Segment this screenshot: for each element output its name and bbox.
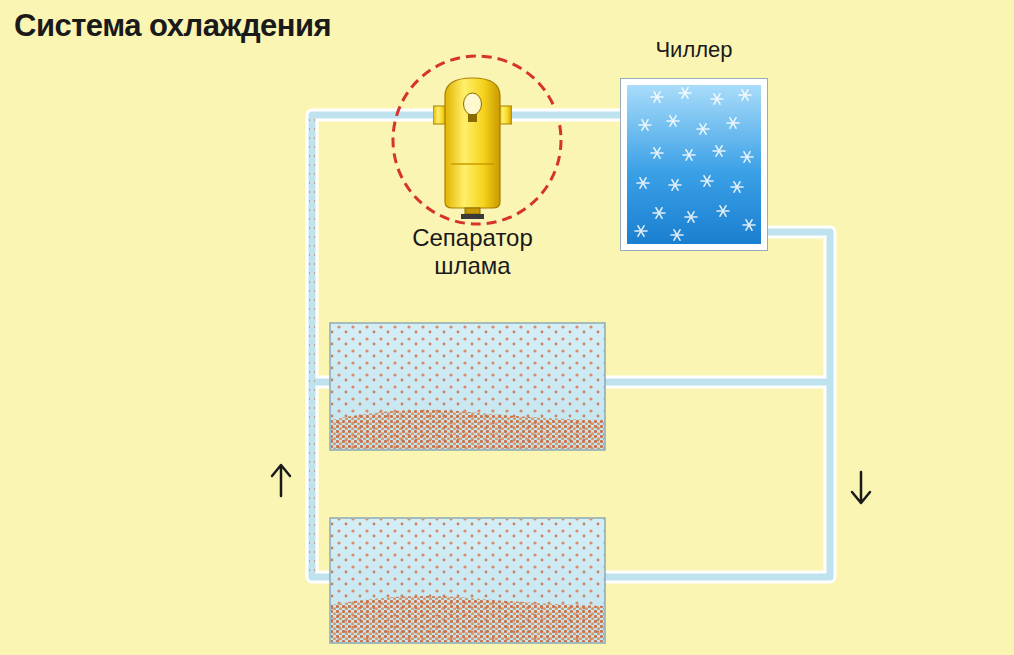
tank [330,323,605,450]
diagram-title: Система охлаждения [14,8,331,44]
chiller-unit: Чиллер [621,79,767,250]
flow-arrow [272,465,870,503]
tank [330,518,605,643]
separator-body [433,74,512,220]
pipe-connector [512,115,621,116]
sludge-separator: Сепаратор шлама [433,74,512,220]
node-label: Сепаратор шлама [403,224,543,280]
snowflakes [627,85,761,244]
node-label: Чиллер [655,37,732,63]
highlight-circle [393,56,561,224]
